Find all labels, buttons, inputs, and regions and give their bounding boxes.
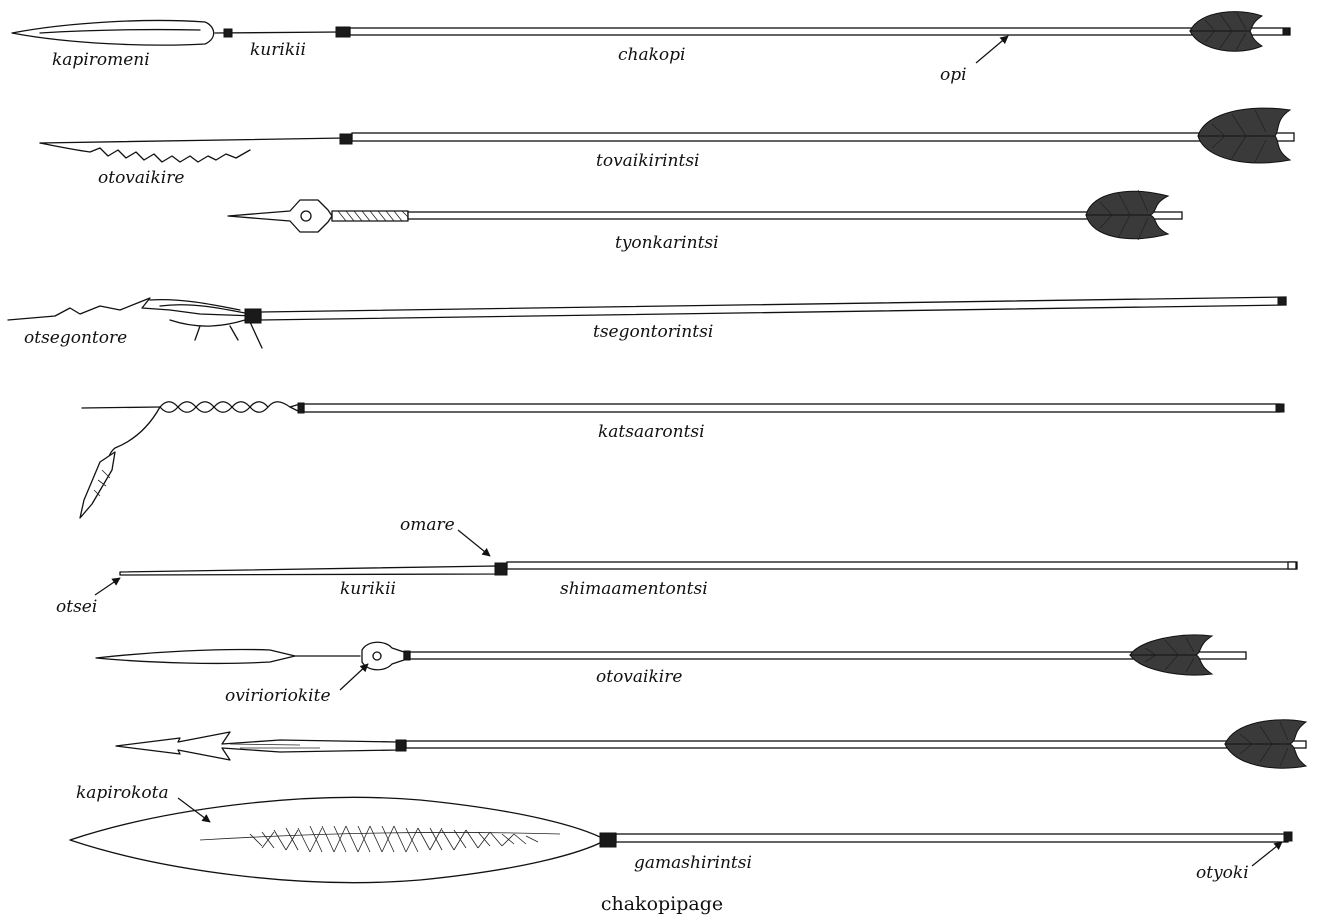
- arrow-3-shaft: [408, 212, 1182, 219]
- pointer-opi: [976, 36, 1008, 63]
- label-chakopi: chakopi: [618, 45, 685, 65]
- arrow-6-shaft: [507, 562, 1297, 569]
- arrow-2-barbed-point: [40, 138, 345, 162]
- figure-caption: chakopipage: [601, 893, 723, 915]
- label-ovirioriokite: ovirioriokite: [225, 686, 331, 706]
- arrow-2-binding: [340, 134, 352, 144]
- label-otsei: otsei: [56, 597, 97, 617]
- arrow-8-shaft: [406, 741, 1306, 748]
- arrow-8: [116, 720, 1306, 768]
- arrow-9-nock: [1284, 832, 1292, 841]
- label-katsaarontsi: katsaarontsi: [598, 422, 705, 442]
- arrow-9-shaft: [616, 834, 1288, 842]
- arrow-3-blunt-point: [228, 200, 332, 232]
- label-tyonkarintsi: tyonkarintsi: [615, 233, 719, 253]
- label-otyoki: otyoki: [1196, 863, 1249, 883]
- arrow-6: [120, 562, 1297, 575]
- label-otovaikire-shaft: otovaikire: [596, 667, 682, 687]
- arrow-1-foreshaft: [215, 32, 340, 33]
- arrow-4-jagged-point: [8, 298, 255, 320]
- pointer-omare: [458, 530, 490, 556]
- arrow-5: [80, 402, 1284, 518]
- label-shimaamentontsi: shimaamentontsi: [560, 579, 708, 599]
- arrow-8-barbed-point: [116, 732, 398, 760]
- arrow-1-binding: [336, 27, 350, 37]
- arrow-5-shaft: [304, 404, 1280, 412]
- arrow-9-leaf-point: [70, 797, 606, 882]
- arrow-1-shaft: [350, 28, 1290, 35]
- arrow-6-foreshaft: [120, 566, 496, 575]
- label-kurikii-1: kurikii: [250, 40, 306, 60]
- label-omare: omare: [400, 515, 455, 535]
- arrow-1-point: [12, 20, 214, 45]
- label-otovaikire-point: otovaikire: [98, 168, 184, 188]
- arrow-5-twisted-point: [82, 402, 300, 413]
- arrow-7-shaft: [410, 652, 1246, 659]
- label-kapirokota: kapirokota: [76, 783, 169, 803]
- label-kapiromeni: kapiromeni: [52, 50, 150, 70]
- arrow-4-binding: [245, 309, 261, 323]
- arrow-6-binding: [495, 563, 507, 575]
- label-tovaikirintsi: tovaikirintsi: [596, 151, 700, 171]
- pointer-otsei: [95, 578, 120, 595]
- label-opi: opi: [940, 65, 967, 85]
- pointer-otyoki: [1252, 842, 1282, 866]
- arrow-7-knob: [362, 642, 404, 670]
- arrow-5-pendant: [80, 407, 160, 518]
- arrow-7-point: [96, 649, 360, 663]
- label-gamashirintsi: gamashirintsi: [634, 853, 752, 873]
- label-kurikii-2: kurikii: [340, 579, 396, 599]
- label-otsegontore: otsegontore: [24, 328, 127, 348]
- arrow-2-shaft: [352, 133, 1294, 141]
- pointer-ovirioriokite: [340, 664, 368, 690]
- label-tsegontorintsi: tsegontorintsi: [593, 322, 713, 342]
